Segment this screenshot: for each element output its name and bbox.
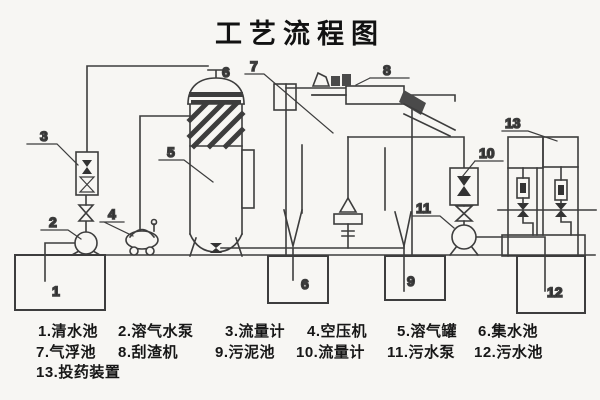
legend-item: 4.空压机 (307, 323, 368, 340)
release-unit (333, 136, 363, 249)
sewage-pump: 11 (411, 199, 480, 257)
dosing-device: 13 (501, 114, 586, 257)
dissolved-air-pump: 2 (40, 204, 102, 257)
legend-item: 12.污水池 (474, 344, 543, 361)
leader-4 (99, 221, 134, 237)
label-6-top: 6 (222, 64, 230, 80)
label-4: 4 (108, 206, 116, 222)
label-10: 10 (479, 145, 495, 161)
label-12: 12 (547, 284, 563, 300)
leader-13 (501, 130, 558, 142)
flow-meter-3: 3 (26, 127, 99, 196)
legend-item: 9.污泥池 (215, 344, 276, 361)
air-compressor: 4 (99, 205, 159, 256)
label-6-tank: 6 (301, 276, 309, 292)
leader-2 (40, 229, 82, 240)
legend-item: 8.刮渣机 (118, 344, 179, 361)
diagram-title: 工艺流程图 (215, 19, 385, 49)
left-funnel (283, 209, 303, 247)
label-9: 9 (407, 273, 415, 289)
dosing-tank-left (507, 136, 544, 169)
inlet-box (273, 83, 297, 111)
legend-item: 13.投药装置 (36, 364, 121, 381)
leader-3 (26, 143, 79, 166)
rotameter-icon (78, 176, 96, 193)
label-13: 13 (505, 115, 521, 131)
label-7: 7 (250, 58, 258, 74)
scraper-drive (311, 71, 331, 87)
packing-hatch (186, 100, 246, 150)
label-11: 11 (416, 200, 431, 216)
leader-5 (158, 159, 214, 183)
label-2: 2 (49, 214, 57, 230)
legend-item: 5.溶气罐 (397, 323, 458, 340)
legend-item: 1.清水池 (38, 323, 99, 340)
legend-item: 3.流量计 (225, 323, 286, 340)
clean-water-tank: 1 (14, 254, 106, 311)
label-8: 8 (383, 62, 391, 78)
scum-spout (399, 90, 426, 115)
legend-item: 2.溶气水泵 (118, 323, 194, 340)
chute (402, 102, 457, 138)
label-3: 3 (40, 128, 48, 144)
scum-scraper: 8 (311, 61, 457, 138)
legend-item: 6.集水池 (478, 323, 539, 340)
sludge-tank: 9 (384, 255, 446, 301)
leader-8 (355, 77, 410, 86)
legend-item: 11.污水泵 (387, 344, 456, 361)
collection-tank: 6 (267, 255, 329, 304)
right-funnel (394, 211, 412, 247)
sewage-tank: 12 (516, 255, 586, 314)
leader-10 (461, 160, 504, 178)
dissolved-air-tank: 5 6 (158, 63, 255, 258)
dosing-tank-right (542, 136, 579, 168)
flow-meter-10: 10 (449, 144, 504, 222)
leader-11 (411, 215, 455, 229)
flotation-tank: 7 (244, 57, 456, 256)
pipe-network (44, 65, 597, 292)
legend-item: 7.气浮池 (36, 344, 97, 361)
valve-icon (453, 205, 475, 222)
label-5: 5 (167, 144, 175, 160)
leader-7 (244, 73, 334, 134)
label-1: 1 (52, 283, 60, 299)
legend-item: 10.流量计 (296, 344, 365, 361)
valve-icon (77, 204, 95, 222)
